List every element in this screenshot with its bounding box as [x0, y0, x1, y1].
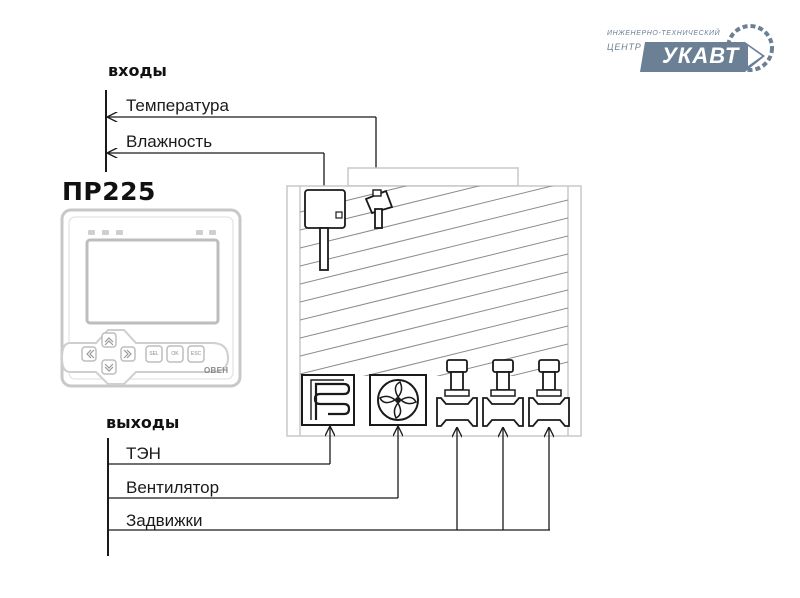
key-ok-button: [166, 345, 184, 363]
controller-model-title: ПР225: [62, 177, 156, 206]
fan-icon: [369, 374, 427, 426]
key-left-button: [81, 346, 97, 362]
chevron-right-icon: [123, 349, 132, 359]
controller-nav-keys: [81, 332, 136, 375]
logo-brand-name: УКАВТ: [662, 43, 740, 68]
output-label-valves: Задвижки: [126, 511, 203, 530]
controller-function-keys: [145, 345, 205, 363]
chamber-top-duct: [347, 167, 519, 187]
logo-subtitle-line2: ЦЕНТР: [607, 42, 642, 52]
controller-brand-logo: ОВЕН: [204, 366, 229, 375]
heater-icon: [301, 374, 355, 426]
key-up-button: [101, 332, 117, 348]
key-esc-label: ESC: [190, 351, 202, 357]
outputs-bus: [107, 427, 550, 556]
key-sel-button: [145, 345, 163, 363]
logo-subtitle-line1: ИНЖЕНЕРНО-ТЕХНИЧЕСКИЙ: [607, 30, 721, 37]
controller-leds: [88, 230, 216, 235]
inputs-bus: [105, 90, 377, 193]
output-label-fan: Вентилятор: [126, 478, 220, 497]
valve-2-icon: [482, 359, 524, 427]
key-sel-label: SEL: [149, 351, 159, 357]
chevron-left-icon: [86, 349, 95, 359]
inputs-header: входы: [108, 61, 167, 80]
chevron-down-icon: [104, 363, 114, 372]
temperature-sensor-icon: [364, 189, 394, 229]
input-label-temperature: Температура: [126, 96, 229, 115]
chamber-hatching: [300, 186, 568, 376]
logo-play-icon: [748, 46, 762, 66]
output-label-heater: ТЭН: [126, 444, 161, 463]
logo-arrow-shape: [640, 42, 765, 72]
valve-1-icon: [436, 359, 478, 427]
valve-3-icon: [528, 359, 570, 427]
key-ok-label: OK: [171, 351, 179, 357]
key-esc-button: [187, 345, 205, 363]
chevron-up-icon: [104, 337, 114, 346]
key-down-button: [101, 359, 117, 375]
input-label-humidity: Влажность: [126, 132, 213, 151]
humidity-sensor-icon: [304, 189, 346, 271]
company-logo: [640, 24, 774, 72]
controller-display: [85, 238, 220, 325]
outputs-header: выходы: [106, 413, 180, 432]
controller-device: [60, 208, 242, 388]
